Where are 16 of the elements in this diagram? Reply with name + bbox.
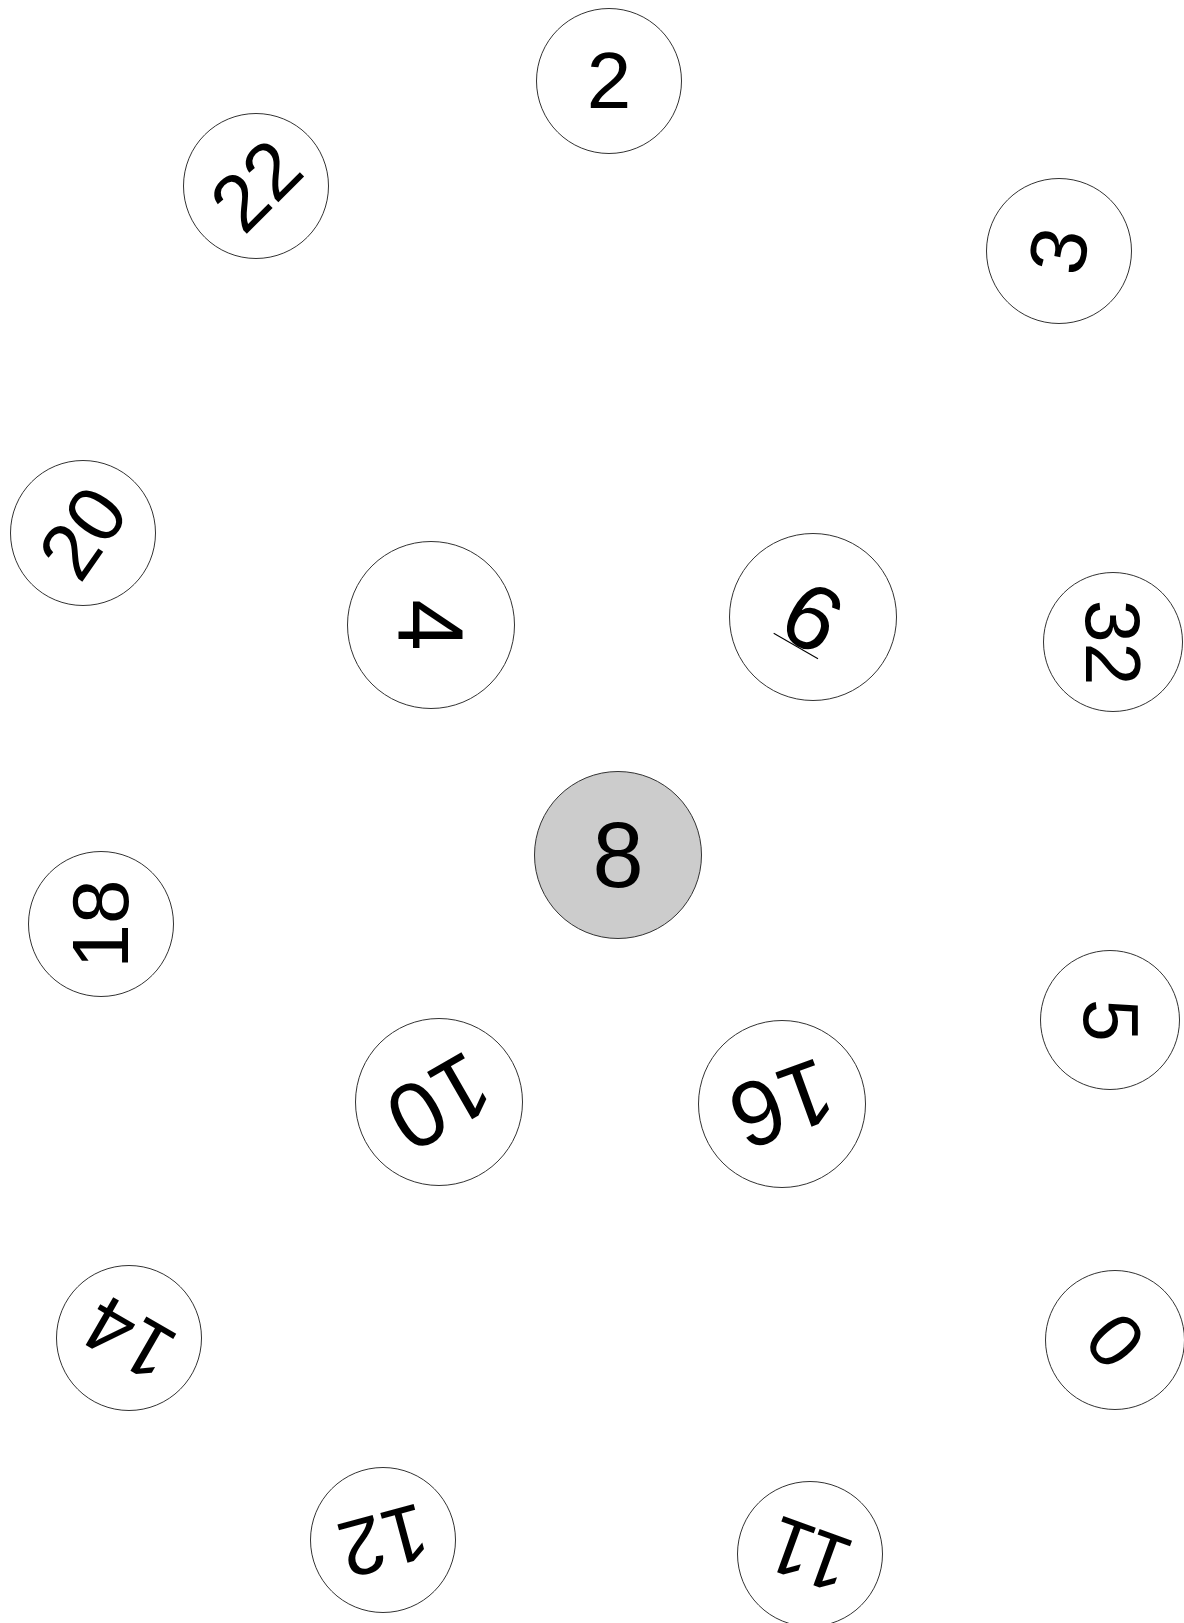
number-label: 18 — [61, 879, 141, 969]
number-label: 6 — [767, 564, 859, 670]
number-label: 22 — [196, 126, 316, 246]
number-label: 3 — [1015, 222, 1103, 280]
number-label: 20 — [24, 473, 142, 593]
number-label: 8 — [592, 809, 644, 901]
number-label: 2 — [586, 41, 632, 121]
number-label: 4 — [385, 599, 477, 651]
number-label: 11 — [757, 1502, 863, 1606]
number-label: 14 — [70, 1281, 188, 1395]
number-label: 5 — [1071, 998, 1149, 1042]
number-label: 0 — [1071, 1298, 1159, 1382]
number-label: 10 — [371, 1036, 507, 1168]
number-label: 16 — [718, 1043, 846, 1165]
number-label: 32 — [1074, 599, 1152, 685]
number-label: 12 — [329, 1489, 437, 1591]
